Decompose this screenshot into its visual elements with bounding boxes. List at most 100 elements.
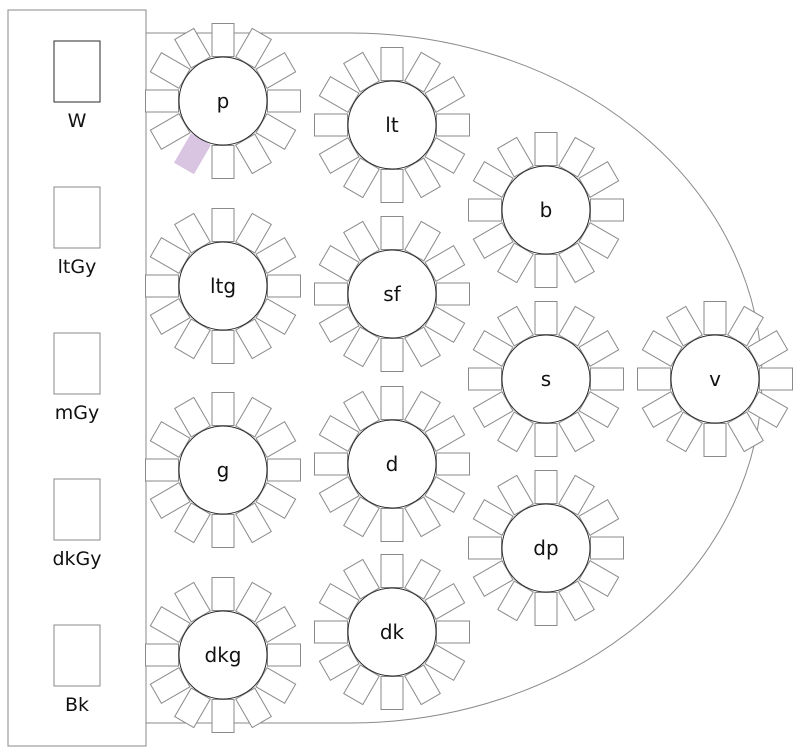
seat[interactable] <box>343 220 380 262</box>
seat[interactable] <box>267 458 301 482</box>
seat[interactable] <box>703 301 727 335</box>
seat[interactable] <box>211 392 235 426</box>
swatch-box[interactable] <box>53 40 101 103</box>
seat[interactable] <box>255 421 297 458</box>
table-top[interactable] <box>178 425 268 515</box>
seat[interactable] <box>558 474 595 516</box>
table-dk[interactable]: dk <box>314 554 470 710</box>
table-v[interactable]: v <box>637 301 793 457</box>
swatch-box[interactable] <box>53 478 101 541</box>
seat[interactable] <box>380 338 404 372</box>
seat[interactable] <box>424 415 466 452</box>
seat[interactable] <box>149 421 191 458</box>
table-ltg[interactable]: ltg <box>145 208 301 364</box>
seat[interactable] <box>424 137 466 174</box>
seat[interactable] <box>211 699 235 733</box>
seat[interactable] <box>558 242 595 284</box>
seat[interactable] <box>314 620 348 644</box>
table-dkg[interactable]: dkg <box>145 577 301 733</box>
seat[interactable] <box>497 580 534 622</box>
seat[interactable] <box>534 423 558 457</box>
seat[interactable] <box>267 274 301 298</box>
seat[interactable] <box>534 301 558 335</box>
seat[interactable] <box>404 220 441 262</box>
seat[interactable] <box>747 391 789 428</box>
seat[interactable] <box>558 411 595 453</box>
seat[interactable] <box>149 237 191 274</box>
swatch-w[interactable]: W <box>53 40 101 132</box>
seat[interactable] <box>380 216 404 250</box>
seat[interactable] <box>404 496 441 538</box>
seat[interactable] <box>666 305 703 347</box>
seat[interactable] <box>174 502 211 544</box>
seat[interactable] <box>267 89 301 113</box>
seat[interactable] <box>578 222 620 259</box>
seat[interactable] <box>149 298 191 335</box>
seat[interactable] <box>211 514 235 548</box>
table-top[interactable] <box>347 587 437 677</box>
seat[interactable] <box>255 237 297 274</box>
table-g[interactable]: g <box>145 392 301 548</box>
seat[interactable] <box>436 282 470 306</box>
seat[interactable] <box>424 245 466 282</box>
seat[interactable] <box>235 687 272 729</box>
seat[interactable] <box>235 212 272 254</box>
seat[interactable] <box>468 367 502 391</box>
seat[interactable] <box>235 318 272 360</box>
swatch-box[interactable] <box>53 332 101 395</box>
seat[interactable] <box>497 305 534 347</box>
table-top[interactable] <box>178 56 268 146</box>
seat[interactable] <box>424 306 466 343</box>
seat[interactable] <box>380 47 404 81</box>
seat[interactable] <box>174 687 211 729</box>
seat[interactable] <box>318 76 360 113</box>
seat[interactable] <box>314 282 348 306</box>
seat[interactable] <box>497 411 534 453</box>
table-b[interactable]: b <box>468 132 624 288</box>
table-sf[interactable]: sf <box>314 216 470 372</box>
seat[interactable] <box>558 136 595 178</box>
seat[interactable] <box>472 391 514 428</box>
table-s[interactable]: s <box>468 301 624 457</box>
seat[interactable] <box>424 583 466 620</box>
seat[interactable] <box>534 254 558 288</box>
seat[interactable] <box>255 52 297 89</box>
seat[interactable] <box>149 482 191 519</box>
seat[interactable] <box>578 330 620 367</box>
seat[interactable] <box>174 212 211 254</box>
seat[interactable] <box>343 496 380 538</box>
seat[interactable] <box>472 560 514 597</box>
seat[interactable] <box>380 508 404 542</box>
seat[interactable] <box>318 644 360 681</box>
seat[interactable] <box>174 27 211 69</box>
seat[interactable] <box>343 51 380 93</box>
seat[interactable] <box>637 367 671 391</box>
table-top[interactable] <box>178 610 268 700</box>
table-top[interactable] <box>347 249 437 339</box>
seat[interactable] <box>255 606 297 643</box>
seat[interactable] <box>145 274 179 298</box>
seat[interactable] <box>404 558 441 600</box>
seat[interactable] <box>424 476 466 513</box>
swatch-box[interactable] <box>53 624 101 687</box>
table-dp[interactable]: dp <box>468 470 624 626</box>
seat[interactable] <box>641 391 683 428</box>
seat[interactable] <box>318 415 360 452</box>
seat[interactable] <box>380 676 404 710</box>
seat[interactable] <box>149 606 191 643</box>
seat[interactable] <box>472 330 514 367</box>
seat[interactable] <box>318 137 360 174</box>
table-top[interactable] <box>501 334 591 424</box>
seat[interactable] <box>404 390 441 432</box>
seat[interactable] <box>424 644 466 681</box>
seat[interactable] <box>703 423 727 457</box>
seat[interactable] <box>472 499 514 536</box>
seat[interactable] <box>174 133 211 175</box>
table-top[interactable] <box>501 503 591 593</box>
seat[interactable] <box>211 145 235 179</box>
seat[interactable] <box>343 157 380 199</box>
seat[interactable] <box>145 89 179 113</box>
seat[interactable] <box>727 305 764 347</box>
seat[interactable] <box>149 667 191 704</box>
table-top[interactable] <box>347 80 437 170</box>
